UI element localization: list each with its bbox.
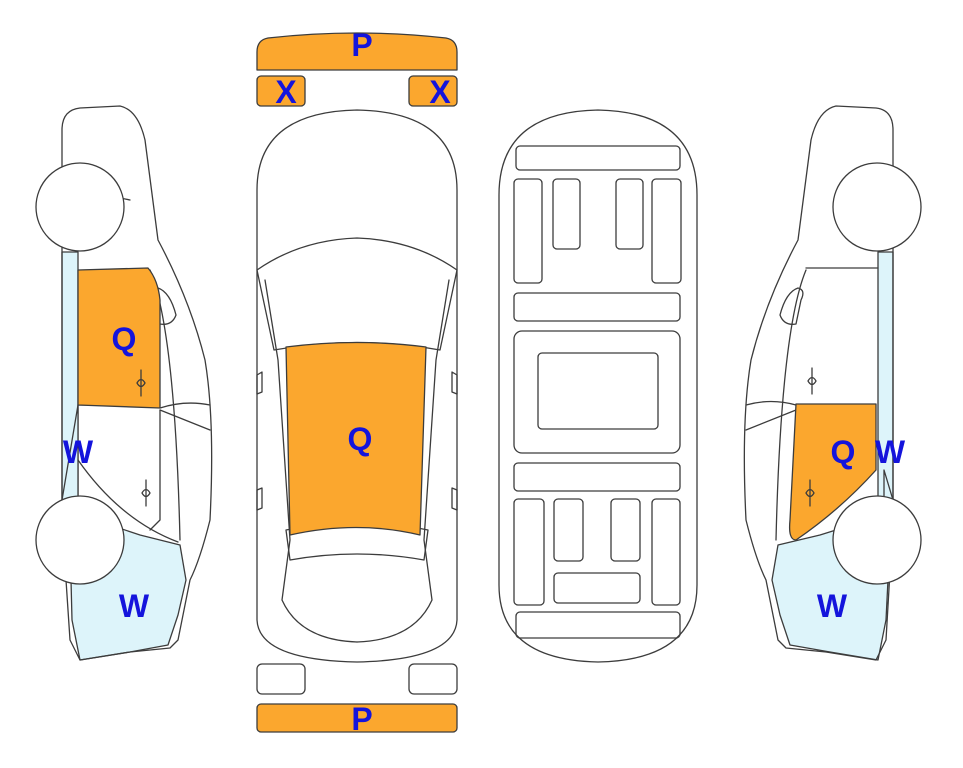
left-rear-door-q-region[interactable] (77, 267, 161, 409)
left-side-view: Q W W (35, 105, 213, 661)
right-beltline (775, 269, 807, 541)
right-pillar-label: W (875, 434, 906, 470)
right-tail-light-label: X (429, 74, 451, 110)
right-front-door-q-region[interactable] (788, 403, 877, 541)
roof-label: Q (348, 421, 373, 457)
right-front-wheel (832, 495, 922, 585)
right-side-view: Q W W (743, 105, 922, 661)
left-front-fender-label: W (119, 588, 150, 624)
left-body-outline (61, 105, 213, 661)
under-panel-12 (610, 498, 641, 562)
rear-bumper-p-region[interactable] (256, 32, 458, 71)
under-panel-1 (515, 145, 681, 171)
underbody-outline (498, 109, 698, 663)
left-rear-door-label: Q (112, 321, 137, 357)
under-panel-2 (513, 178, 543, 284)
top-right-a-line (356, 279, 450, 643)
top-left-mirror (256, 371, 263, 511)
left-door-edge (149, 409, 161, 531)
top-body-outline (256, 109, 458, 663)
left-rear-wheel (35, 162, 125, 252)
right-door-handle-1 (807, 367, 817, 395)
under-panel-6 (513, 292, 681, 322)
left-pillar-label: W (63, 434, 94, 470)
left-front-wheel (35, 495, 125, 585)
under-panel-15 (515, 611, 681, 639)
top-left-a-line (264, 279, 358, 643)
under-panel-9 (513, 462, 681, 492)
underbody-view (498, 109, 698, 663)
left-head-light (256, 663, 306, 695)
under-panel-11 (553, 498, 584, 562)
right-front-door-label: Q (831, 434, 856, 470)
left-tail-light-x-region[interactable] (256, 75, 306, 107)
right-head-light (408, 663, 458, 695)
front-bumper-p-region[interactable] (256, 703, 458, 733)
rear-window-outline (256, 237, 458, 351)
under-panel-5 (651, 178, 682, 284)
left-front-door-handle (141, 479, 151, 507)
right-tail-light-x-region[interactable] (408, 75, 458, 107)
rear-bumper-label: P (351, 27, 372, 63)
right-mirror (779, 287, 804, 325)
right-rear-wheel (832, 162, 922, 252)
under-panel-4 (615, 178, 644, 250)
under-panel-13 (651, 498, 681, 606)
right-body-outline (743, 105, 894, 661)
right-front-fender-label: W (817, 588, 848, 624)
under-panel-14 (553, 572, 641, 604)
left-windshield-line (159, 402, 211, 431)
left-tail-light-label: X (275, 74, 297, 110)
front-bumper-label: P (351, 701, 372, 737)
left-rocker (77, 459, 179, 543)
under-panel-8 (537, 352, 659, 430)
under-panel-3 (552, 178, 581, 250)
roof-q-region[interactable] (285, 341, 427, 536)
under-panel-7 (513, 330, 681, 454)
right-door-handle-2 (805, 479, 815, 507)
under-panel-10 (513, 498, 545, 606)
right-windshield-line (745, 400, 797, 431)
top-view: P X X Q P (256, 27, 458, 737)
top-right-mirror (451, 371, 458, 511)
left-rear-door-handle (136, 369, 146, 397)
